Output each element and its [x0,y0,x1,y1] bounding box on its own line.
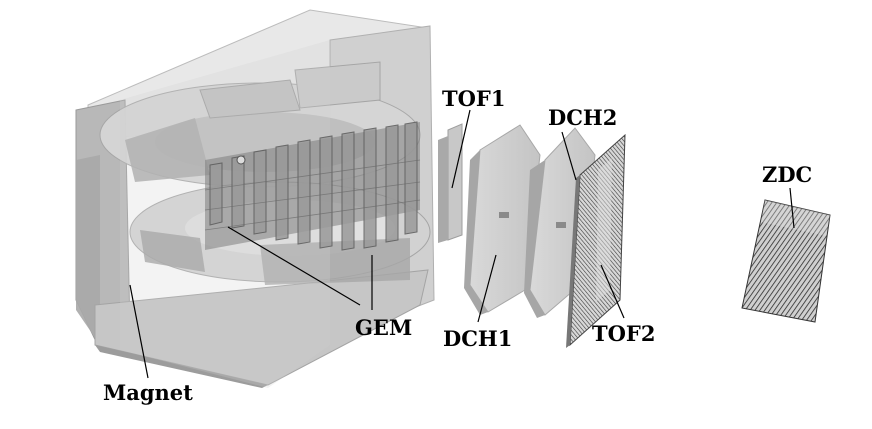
dch1-detector [464,124,541,315]
label-zdc: ZDC [762,162,812,187]
zdc-detector [741,199,831,323]
label-tof2: TOF2 [592,321,655,346]
gem-leader-1 [227,226,361,306]
leader-lines [129,109,795,379]
label-gem: GEM [355,315,412,340]
tof2-leader [600,264,625,319]
tof1-leader [451,109,471,189]
label-tof1: TOF1 [442,86,505,111]
label-magnet: Magnet [103,380,193,405]
magnet-leader [129,284,149,379]
dch2-leader [561,131,577,181]
label-dch1: DCH1 [443,326,512,351]
tof2-detector [566,133,626,348]
dch1-leader [477,254,497,323]
zdc-leader [789,187,795,229]
tof1-detector [438,123,463,243]
label-dch2: DCH2 [548,105,617,130]
gem-stations [204,121,421,251]
